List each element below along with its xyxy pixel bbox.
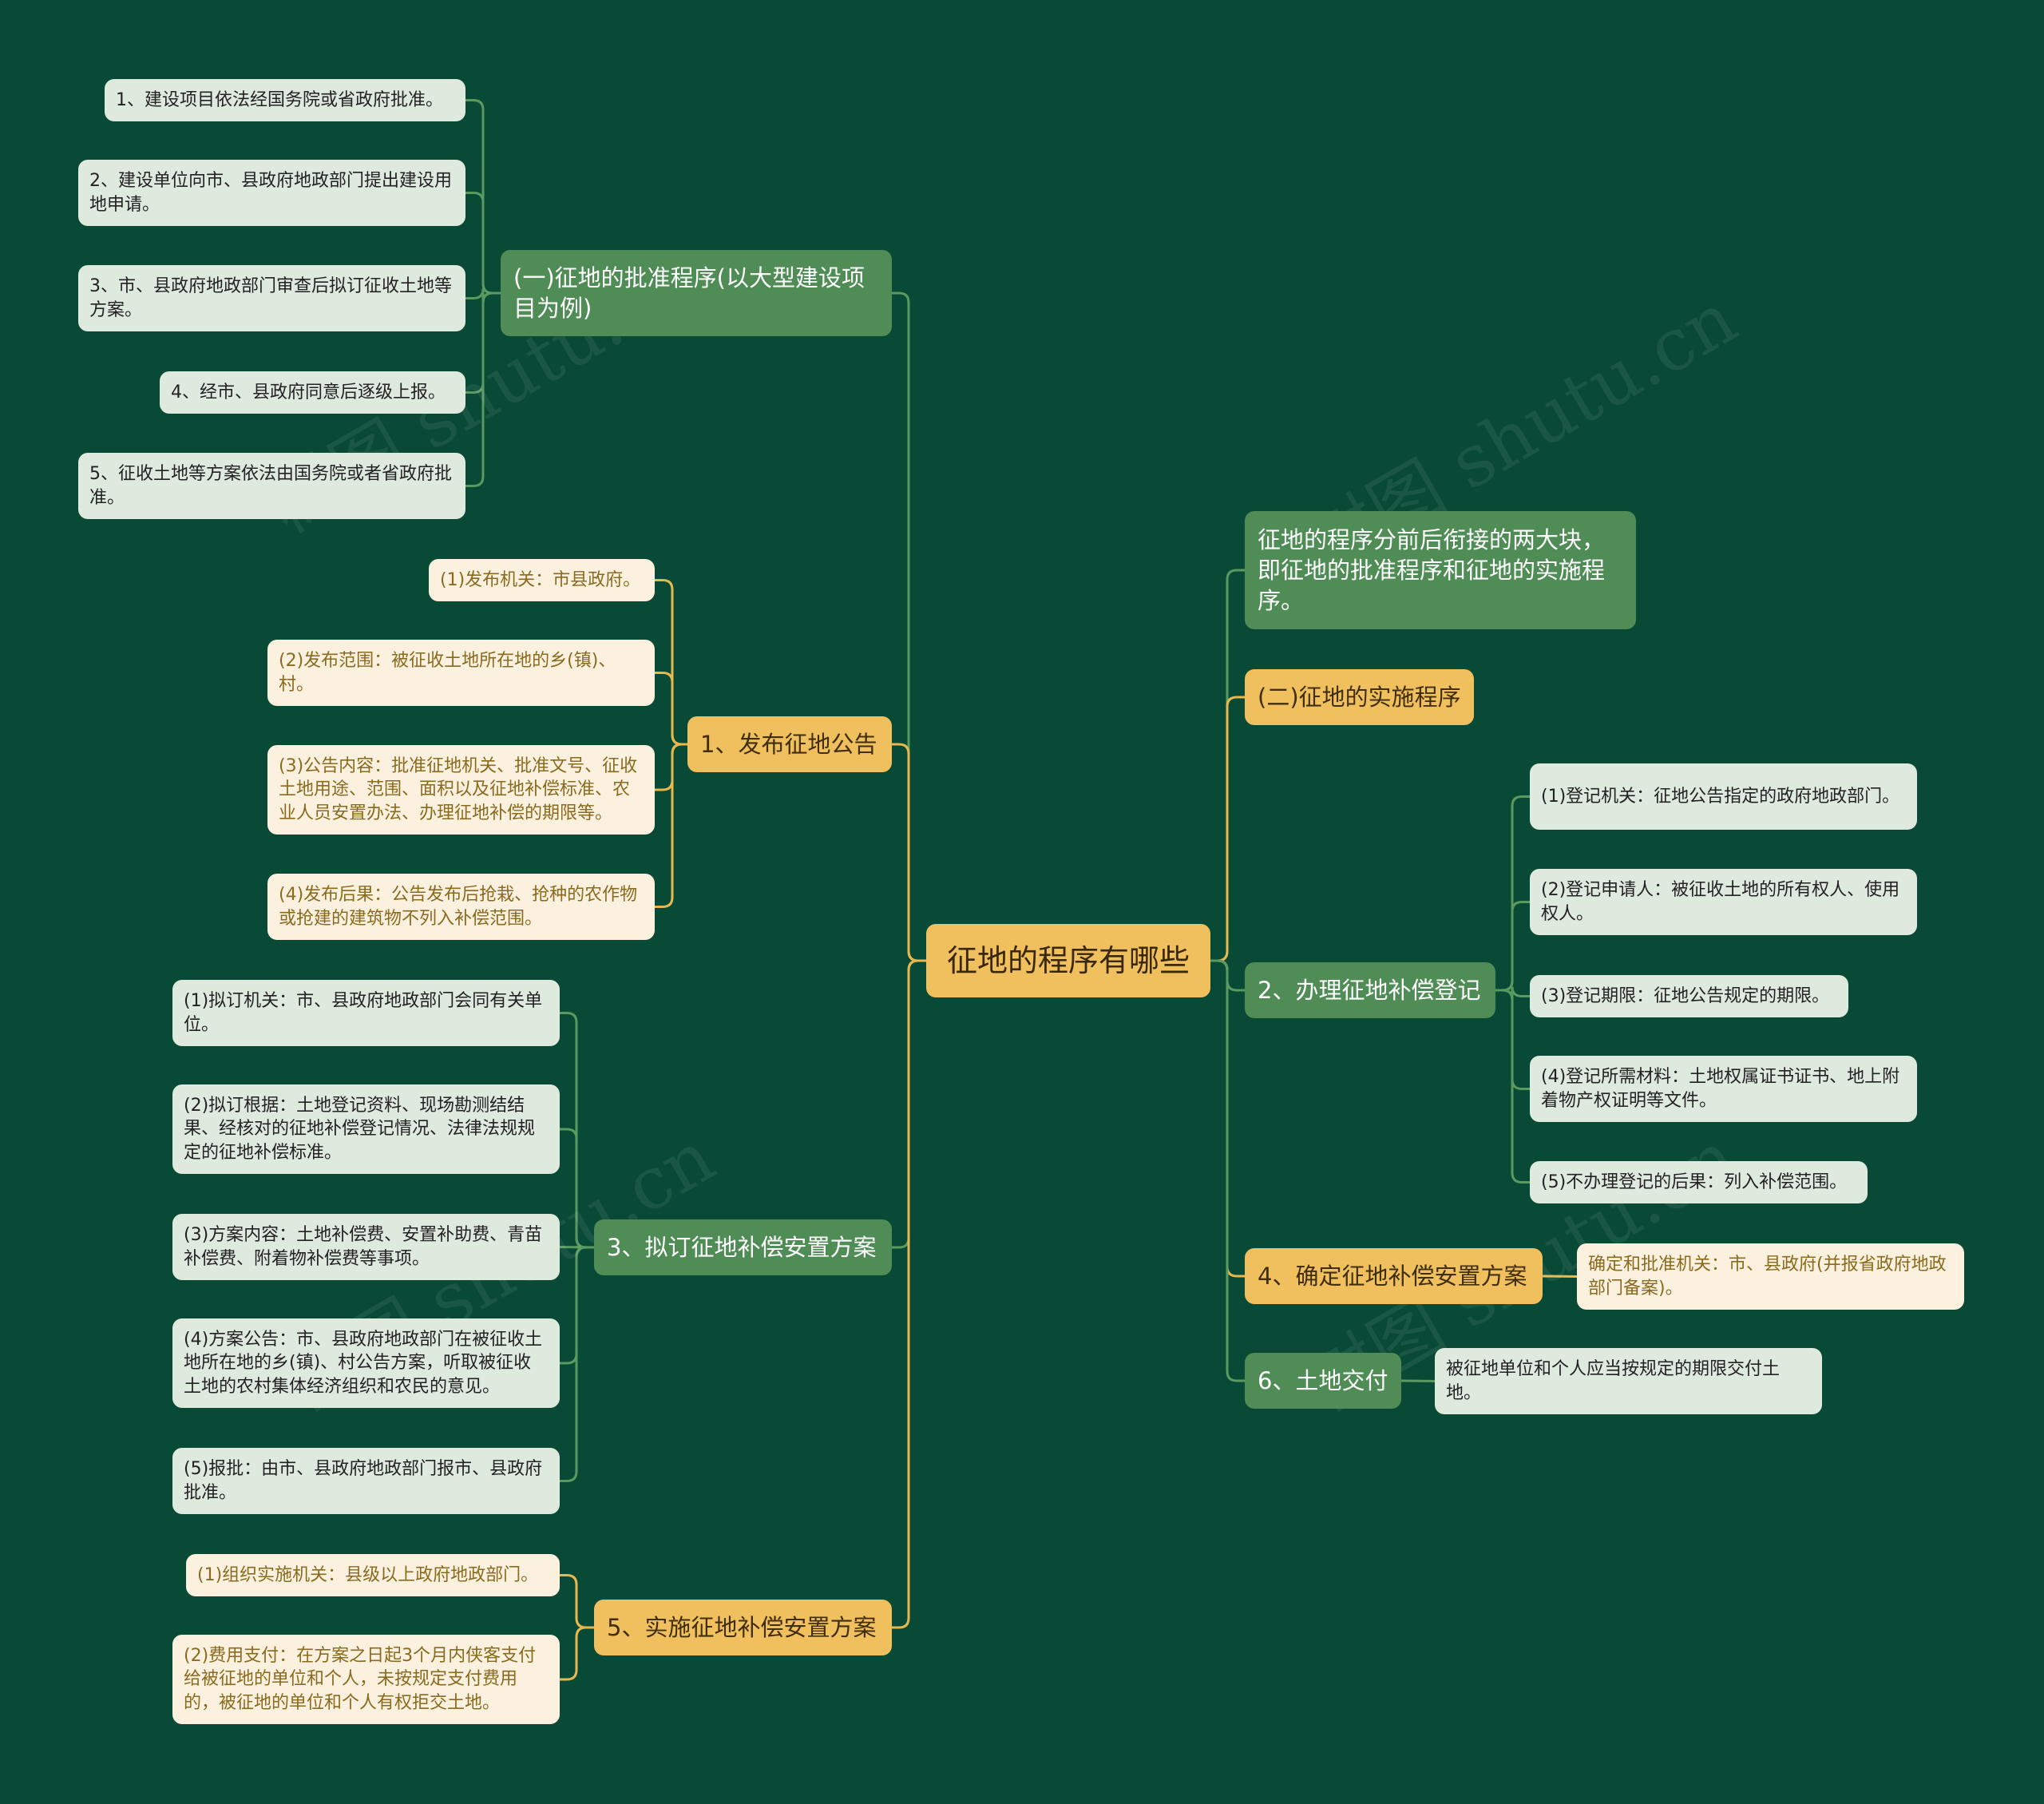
registration-detail-5[interactable]: (5)不办理登记的后果：列入补偿范围。 — [1530, 1161, 1868, 1203]
root-topic[interactable]: 征地的程序有哪些 — [926, 924, 1210, 997]
connector-n-appr-1 — [465, 192, 501, 295]
branch-confirm-compensation-plan[interactable]: 4、确定征地补偿安置方案 — [1245, 1248, 1543, 1304]
branch-publish-announcement[interactable]: 1、发布征地公告 — [687, 716, 892, 772]
connector-n-impl-1 — [560, 1626, 594, 1681]
announcement-detail-1[interactable]: (1)发布机关：市县政府。 — [429, 559, 655, 601]
approval-step-5[interactable]: 5、征收土地等方案依法由国务院或者省政府批准。 — [78, 453, 465, 519]
connector-n-appr-4 — [465, 291, 501, 487]
registration-detail-3[interactable]: (3)登记期限：征地公告规定的期限。 — [1530, 975, 1848, 1017]
announcement-detail-3[interactable]: (3)公告内容：批准征地机关、批准文号、征收土地用途、范围、面积以及征地补偿标准… — [267, 745, 655, 835]
announcement-detail-2[interactable]: (2)发布范围：被征收土地所在地的乡(镇)、村。 — [267, 640, 655, 706]
connector-n-reg-1 — [1495, 901, 1530, 992]
connector-n-plan-1 — [560, 1128, 594, 1249]
connector-n-reg-4 — [1495, 989, 1530, 1184]
plan-detail-2[interactable]: (2)拟订根据：土地登记资料、现场勘测结结果、经核对的征地补偿登记情况、法律法规… — [172, 1084, 560, 1174]
branch-draft-compensation-plan[interactable]: 3、拟订征地补偿安置方案 — [594, 1219, 892, 1275]
registration-detail-1[interactable]: (1)登记机关：征地公告指定的政府地政部门。 — [1530, 763, 1917, 830]
branch-implementation-procedure[interactable]: (二)征地的实施程序 — [1245, 669, 1474, 725]
connector-n-ann-1 — [655, 672, 687, 746]
handover-detail[interactable]: 被征地单位和个人应当按规定的期限交付土地。 — [1435, 1348, 1822, 1414]
intro-summary[interactable]: 征地的程序分前后衔接的两大块，即征地的批准程序和征地的实施程序。 — [1245, 511, 1636, 629]
connector-n-impl — [892, 959, 926, 1629]
branch-compensation-registration[interactable]: 2、办理征地补偿登记 — [1245, 962, 1495, 1018]
approval-step-4[interactable]: 4、经市、县政府同意后逐级上报。 — [160, 371, 465, 414]
plan-detail-3[interactable]: (3)方案内容：土地补偿费、安置补助费、青苗补偿费、附着物补偿费等事项。 — [172, 1214, 560, 1280]
connector-n-conf-0 — [1542, 1275, 1578, 1278]
connector-n-hand-0 — [1400, 1379, 1436, 1382]
approval-step-1[interactable]: 1、建设项目依法经国务院或省政府批准。 — [105, 79, 465, 121]
branch-land-handover[interactable]: 6、土地交付 — [1245, 1353, 1401, 1409]
connector-n-impproc — [1210, 696, 1245, 962]
approval-step-3[interactable]: 3、市、县政府地政部门审查后拟订征收土地等方案。 — [78, 265, 465, 331]
connector-n-impl-0 — [560, 1574, 594, 1629]
announcement-detail-4[interactable]: (4)发布后果：公告发布后抢栽、抢种的农作物或抢建的建筑物不列入补偿范围。 — [267, 874, 655, 940]
connector-n-ann — [892, 743, 926, 962]
confirm-detail[interactable]: 确定和批准机关：市、县政府(并报省政府地政部门备案)。 — [1577, 1243, 1964, 1310]
registration-detail-2[interactable]: (2)登记申请人：被征收土地的所有权人、使用权人。 — [1530, 869, 1917, 935]
branch-implement-compensation-plan[interactable]: 5、实施征地补偿安置方案 — [594, 1600, 892, 1655]
implement-detail-2[interactable]: (2)费用支付：在方案之日起3个月内侠客支付给被征地的单位和个人，未按规定支付费… — [172, 1635, 560, 1724]
plan-detail-5[interactable]: (5)报批：由市、县政府地政部门报市、县政府批准。 — [172, 1448, 560, 1514]
registration-detail-4[interactable]: (4)登记所需材料：土地权属证书证书、地上附着物产权证明等文件。 — [1530, 1056, 1917, 1122]
branch-approval-procedure[interactable]: (一)征地的批准程序(以大型建设项目为例) — [501, 250, 892, 336]
connector-n-plan-4 — [560, 1246, 594, 1482]
connector-n-ann-3 — [655, 743, 687, 908]
plan-detail-4[interactable]: (4)方案公告：市、县政府地政部门在被征收土地所在地的乡(镇)、村公告方案，听取… — [172, 1318, 560, 1408]
approval-step-2[interactable]: 2、建设单位向市、县政府地政部门提出建设用地申请。 — [78, 160, 465, 226]
implement-detail-1[interactable]: (1)组织实施机关：县级以上政府地政部门。 — [186, 1554, 560, 1596]
connector-n-hand — [1210, 959, 1245, 1382]
plan-detail-1[interactable]: (1)拟订机关：市、县政府地政部门会同有关单位。 — [172, 980, 560, 1046]
